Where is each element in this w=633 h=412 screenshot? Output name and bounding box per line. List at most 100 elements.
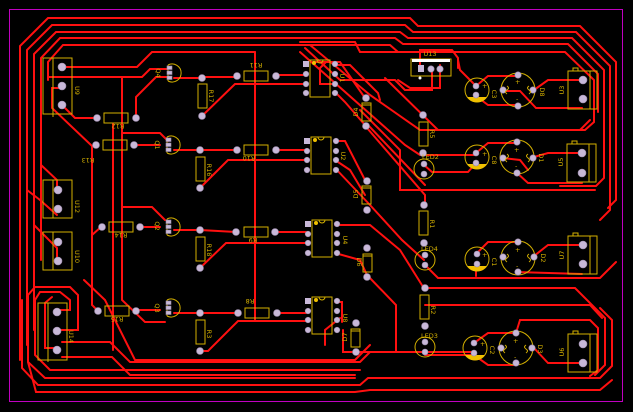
trace [359, 109, 596, 191]
pad [52, 345, 62, 355]
pad [363, 177, 371, 185]
resistor-r13[interactable]: R13 [82, 139, 138, 164]
diode-d6[interactable]: D6 [355, 244, 373, 281]
pad [514, 238, 522, 246]
bridge-d1[interactable]: + - D1 [499, 138, 545, 177]
resistor-r2[interactable]: R2 [419, 284, 437, 330]
ref-label: R13 [82, 156, 95, 164]
ref-label: Q1 [153, 140, 161, 149]
ic-u2[interactable]: U2 [303, 136, 347, 175]
connector-u6[interactable]: U6 [558, 330, 598, 373]
transistor-q4[interactable]: Q4 [154, 63, 182, 83]
ref-label: D3 [536, 344, 544, 353]
capacitor-c8[interactable]: + C8 [464, 144, 498, 170]
pad [577, 148, 587, 158]
trace [404, 71, 433, 91]
trace [26, 189, 58, 216]
bridge-d2[interactable]: + - D2 [499, 238, 547, 276]
ac-symbol [527, 253, 531, 263]
trace [424, 304, 603, 319]
resistor-r1[interactable]: R1 [418, 201, 436, 247]
capacitor-c1[interactable]: + C1 [464, 246, 498, 272]
resistor-r16[interactable]: R16 [195, 146, 213, 192]
diode-body [362, 253, 373, 273]
trace [473, 332, 517, 344]
resistor-r5[interactable]: R5 [418, 111, 436, 157]
pad [271, 228, 279, 236]
transistor-q2[interactable]: Q2 [153, 217, 181, 237]
connector-u14[interactable]: U14 [37, 302, 75, 362]
led-led2[interactable]: LED2 [413, 153, 439, 180]
ic-body [309, 59, 331, 98]
connector-u12[interactable]: U12 [42, 179, 81, 219]
trace [33, 31, 605, 331]
bridge-d3[interactable]: + - D3 [497, 329, 544, 367]
ref-label: D8 [538, 87, 546, 96]
diode-d4[interactable]: D4 [352, 94, 372, 130]
trace [40, 37, 599, 261]
led-led4[interactable]: LED4 [414, 245, 438, 271]
pad [305, 298, 311, 304]
pad [304, 326, 312, 334]
resistor-r14[interactable]: R14 [98, 221, 144, 239]
diode-d7[interactable]: D7 [341, 319, 361, 356]
trace [309, 44, 591, 131]
resistor-r17[interactable]: R17 [197, 74, 215, 120]
pad [303, 156, 311, 164]
connector-u7[interactable]: U7 [558, 232, 598, 275]
capacitor-c3[interactable]: + C3 [464, 77, 498, 103]
capacitor-c2[interactable]: + C2 [462, 335, 496, 361]
bridge-d8[interactable]: + - D8 [499, 71, 546, 110]
resistor-r12[interactable]: R12 [93, 112, 140, 130]
ref-label: D7 [341, 332, 349, 341]
connector-u3[interactable]: U3 [558, 67, 598, 110]
trace [299, 51, 476, 156]
ref-label: R10 [243, 154, 256, 162]
pad [578, 358, 588, 368]
ic-u8[interactable]: U8 [304, 296, 349, 335]
transistor-q3[interactable]: Q3 [153, 298, 181, 318]
pad [272, 146, 280, 154]
trace [304, 47, 406, 91]
ic-notch [316, 59, 324, 64]
resistor-r8[interactable]: R8 [234, 297, 281, 319]
ref-label: Q4 [154, 68, 162, 77]
ref-label: R17 [207, 90, 215, 103]
resistor-r10[interactable]: R10 [233, 144, 280, 162]
resistor-body [418, 121, 429, 147]
pad [132, 307, 140, 315]
ref-label: R14 [115, 231, 128, 239]
connector-u5[interactable]: U5 [557, 140, 597, 183]
pad [473, 260, 481, 268]
diode-d5[interactable]: D5 [352, 177, 372, 214]
resistor-r15[interactable]: R15 [94, 305, 140, 323]
pin1-dot [418, 76, 422, 80]
connector-outline [37, 302, 68, 361]
pad [303, 61, 309, 67]
pad [472, 159, 480, 167]
pad [98, 223, 106, 231]
connector-u10[interactable]: U10 [42, 231, 81, 271]
connector-u9[interactable]: U9 [42, 57, 81, 117]
pad [470, 349, 478, 357]
ref-label: R9 [249, 236, 258, 244]
ref-label: LED2 [422, 153, 439, 161]
ref-label: U4 [341, 236, 349, 245]
led-led3[interactable]: LED3 [414, 332, 438, 358]
ref-label: R3 [205, 330, 213, 339]
pad [165, 142, 172, 147]
ic-u4[interactable]: U4 [304, 219, 349, 258]
transistor-q1[interactable]: Q1 [153, 135, 181, 155]
ref-label: C2 [488, 346, 496, 355]
ic-u1[interactable]: U1 [302, 59, 346, 98]
transistor-body [167, 63, 182, 83]
resistor-r9[interactable]: R9 [232, 226, 279, 244]
pad [94, 307, 102, 315]
plus-sign: + [482, 251, 487, 259]
regulator-u13[interactable]: U13 [410, 50, 452, 80]
resistor-r3[interactable]: R3 [195, 309, 213, 355]
minus-sign: - [516, 95, 519, 103]
resistor-r18[interactable]: R18 [195, 226, 213, 272]
pad [196, 184, 204, 192]
resistor-r11[interactable]: R11 [233, 61, 280, 82]
